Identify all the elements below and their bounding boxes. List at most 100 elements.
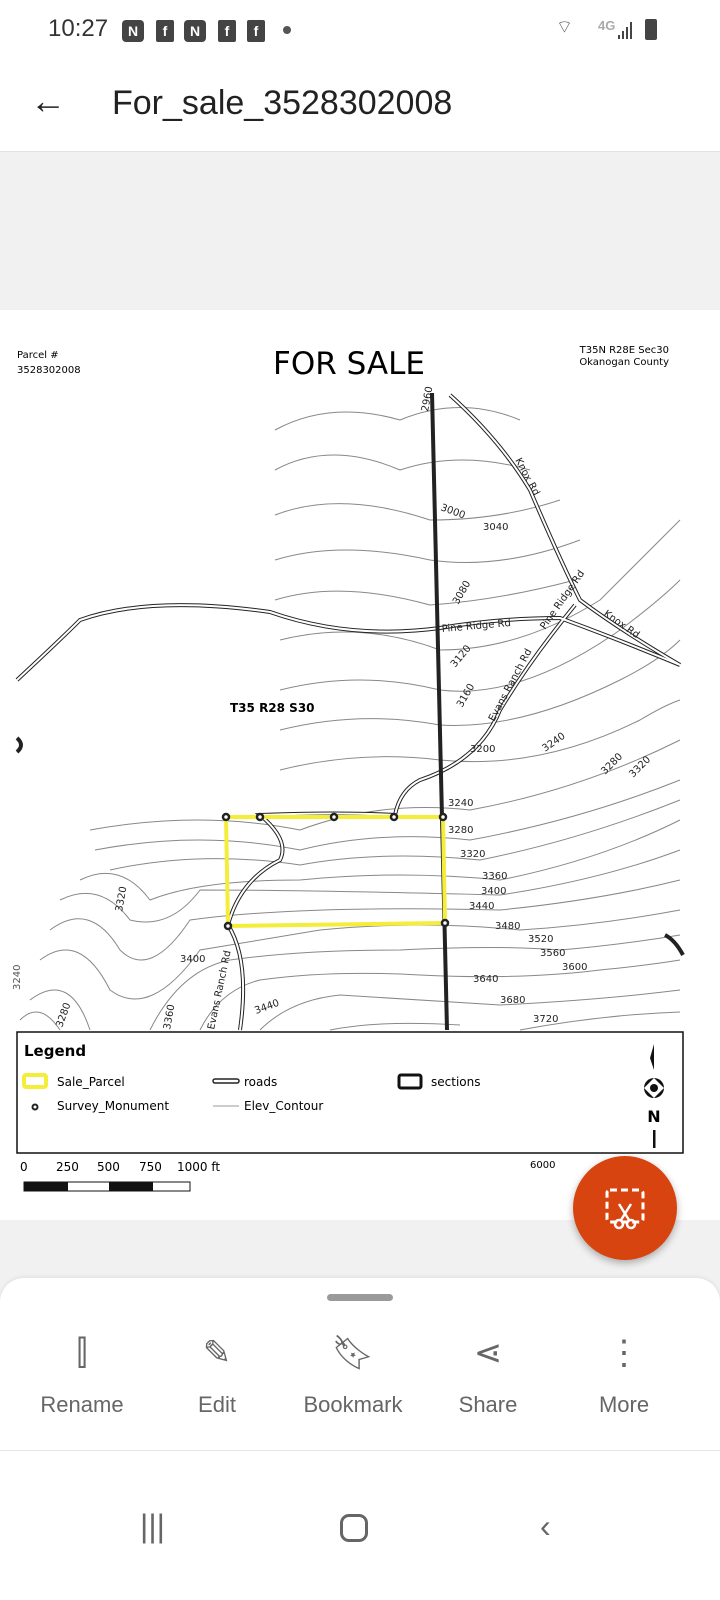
svg-text:3280: 3280 <box>448 825 473 836</box>
section-label: T35 R28 S30 <box>230 701 315 715</box>
wifi-icon: ⌔ <box>556 17 573 37</box>
svg-text:2960: 2960 <box>420 386 435 413</box>
back-nav-icon[interactable]: ‹ <box>540 1508 551 1544</box>
notification-icon: N <box>184 20 206 42</box>
svg-text:3000: 3000 <box>439 502 467 521</box>
location-line1: T35N R28E Sec30 <box>579 345 669 356</box>
svg-text:3240: 3240 <box>540 731 567 755</box>
svg-text:3240: 3240 <box>12 965 23 990</box>
svg-text:3320: 3320 <box>627 754 653 780</box>
page-title: For_sale_3528302008 <box>112 84 453 122</box>
rename-label: Rename <box>40 1392 124 1417</box>
legend-title: Legend <box>24 1042 86 1060</box>
signal-icon <box>618 22 632 39</box>
svg-text:3240: 3240 <box>448 798 473 809</box>
svg-text:3400: 3400 <box>180 954 205 965</box>
crop-scissors-icon <box>605 1188 645 1230</box>
network-type: 4G <box>598 18 616 33</box>
map-title: FOR SALE <box>273 346 425 382</box>
edit-label: Edit <box>198 1392 236 1417</box>
scale-bar: 0 250 500 750 1000 ft 6000 <box>20 1160 555 1192</box>
legend-roads: roads <box>244 1075 277 1089</box>
legend-elev-contour: Elev_Contour <box>244 1099 323 1113</box>
svg-text:3480: 3480 <box>495 921 520 932</box>
sheet-drag-handle[interactable] <box>327 1294 393 1301</box>
svg-text:3160: 3160 <box>455 682 477 710</box>
pencil-icon: ✎ <box>202 1334 232 1372</box>
legend-box <box>16 1031 684 1154</box>
notification-icon: N <box>122 20 144 42</box>
svg-text:750: 750 <box>139 1160 162 1174</box>
svg-text:3680: 3680 <box>500 995 525 1006</box>
svg-text:3360: 3360 <box>482 871 507 882</box>
svg-text:Evans Ranch Rd: Evans Ranch Rd <box>487 647 535 723</box>
svg-text:Evans Ranch Rd: Evans Ranch Rd <box>206 949 234 1030</box>
parcel-map: Parcel # 3528302008 FOR SALE T35N R28E S… <box>12 345 685 1192</box>
legend-survey-monument: Survey_Monument <box>57 1099 169 1113</box>
svg-text:3720: 3720 <box>533 1014 558 1025</box>
bookmark-label: Bookmark <box>303 1392 403 1417</box>
svg-text:250: 250 <box>56 1160 79 1174</box>
more-button[interactable]: ⋮ More <box>564 1328 684 1418</box>
app-header: ← For_sale_3528302008 <box>0 60 720 152</box>
more-label: More <box>598 1392 650 1417</box>
status-bar: 10:27 N f N f f ⌔ 4G <box>0 0 720 60</box>
svg-text:3120: 3120 <box>449 643 474 670</box>
road-labels: Knox Rd Knox Rd Pine Ridge Rd Pine Ridge… <box>206 456 641 1030</box>
svg-text:3360: 3360 <box>162 1004 177 1031</box>
facebook-icon: f <box>247 20 265 42</box>
edit-button[interactable]: ✎ Edit <box>157 1328 277 1418</box>
svg-text:3440: 3440 <box>469 901 494 912</box>
rename-button[interactable]: ⫿ Rename <box>22 1328 142 1418</box>
share-label: Share <box>458 1392 518 1417</box>
location-line2: Okanogan County <box>579 357 669 368</box>
recent-apps-icon[interactable]: ||| <box>140 1508 165 1544</box>
sale-parcel-swatch <box>22 1073 48 1089</box>
svg-text:3280: 3280 <box>599 751 625 777</box>
survey-monuments <box>221 812 450 931</box>
svg-text:3640: 3640 <box>473 974 498 985</box>
svg-text:N: N <box>647 1107 660 1126</box>
share-button[interactable]: ⋖ Share <box>428 1328 548 1418</box>
rename-icon: ⫿ <box>76 1334 88 1372</box>
svg-text:3560: 3560 <box>540 948 565 959</box>
legend-sale-parcel: Sale_Parcel <box>57 1075 125 1089</box>
home-icon[interactable] <box>340 1514 368 1542</box>
monument-swatch <box>31 1103 39 1111</box>
crop-scan-button[interactable] <box>573 1156 677 1260</box>
svg-text:Pine Ridge Rd: Pine Ridge Rd <box>441 618 511 635</box>
back-arrow-icon[interactable]: ← <box>30 80 66 121</box>
share-icon: ⋖ <box>473 1334 503 1372</box>
parcel-label: Parcel # <box>17 350 59 361</box>
sections-swatch <box>397 1073 423 1090</box>
svg-text:3440: 3440 <box>253 998 281 1017</box>
svg-text:3280: 3280 <box>54 1001 73 1029</box>
bookmark-button[interactable]: 🔖︎ Bookmark <box>293 1328 413 1418</box>
svg-text:3040: 3040 <box>483 522 508 533</box>
svg-text:3320: 3320 <box>460 849 485 860</box>
facebook-icon: f <box>218 20 236 42</box>
elevation-contours <box>19 407 681 1031</box>
svg-text:3600: 3600 <box>562 962 587 973</box>
more-vertical-icon: ⋮ <box>607 1334 641 1372</box>
divider <box>0 1450 720 1451</box>
north-arrow-icon: N <box>644 1044 664 1148</box>
svg-text:3200: 3200 <box>470 744 495 755</box>
map-image[interactable]: Parcel # 3528302008 FOR SALE T35N R28E S… <box>0 310 720 1220</box>
bottom-action-sheet: ⫿ Rename ✎ Edit 🔖︎ Bookmark ⋖ Share ⋮ More ||… <box>0 1278 720 1600</box>
svg-text:6000: 6000 <box>530 1160 555 1171</box>
parcel-number: 3528302008 <box>17 365 81 376</box>
roads-swatch <box>212 1078 240 1084</box>
svg-text:Knox Rd: Knox Rd <box>512 456 541 497</box>
roads <box>15 393 685 1031</box>
bookmark-icon: 🔖︎ <box>331 1334 375 1372</box>
facebook-icon: f <box>156 20 174 42</box>
svg-text:3080: 3080 <box>451 579 473 607</box>
legend-sections: sections <box>431 1075 480 1089</box>
svg-text:0: 0 <box>20 1160 28 1174</box>
section-line <box>430 392 449 1031</box>
svg-text:500: 500 <box>97 1160 120 1174</box>
svg-text:3320: 3320 <box>114 886 129 913</box>
more-notifications-dot <box>283 26 291 34</box>
svg-text:1000 ft: 1000 ft <box>177 1160 220 1174</box>
